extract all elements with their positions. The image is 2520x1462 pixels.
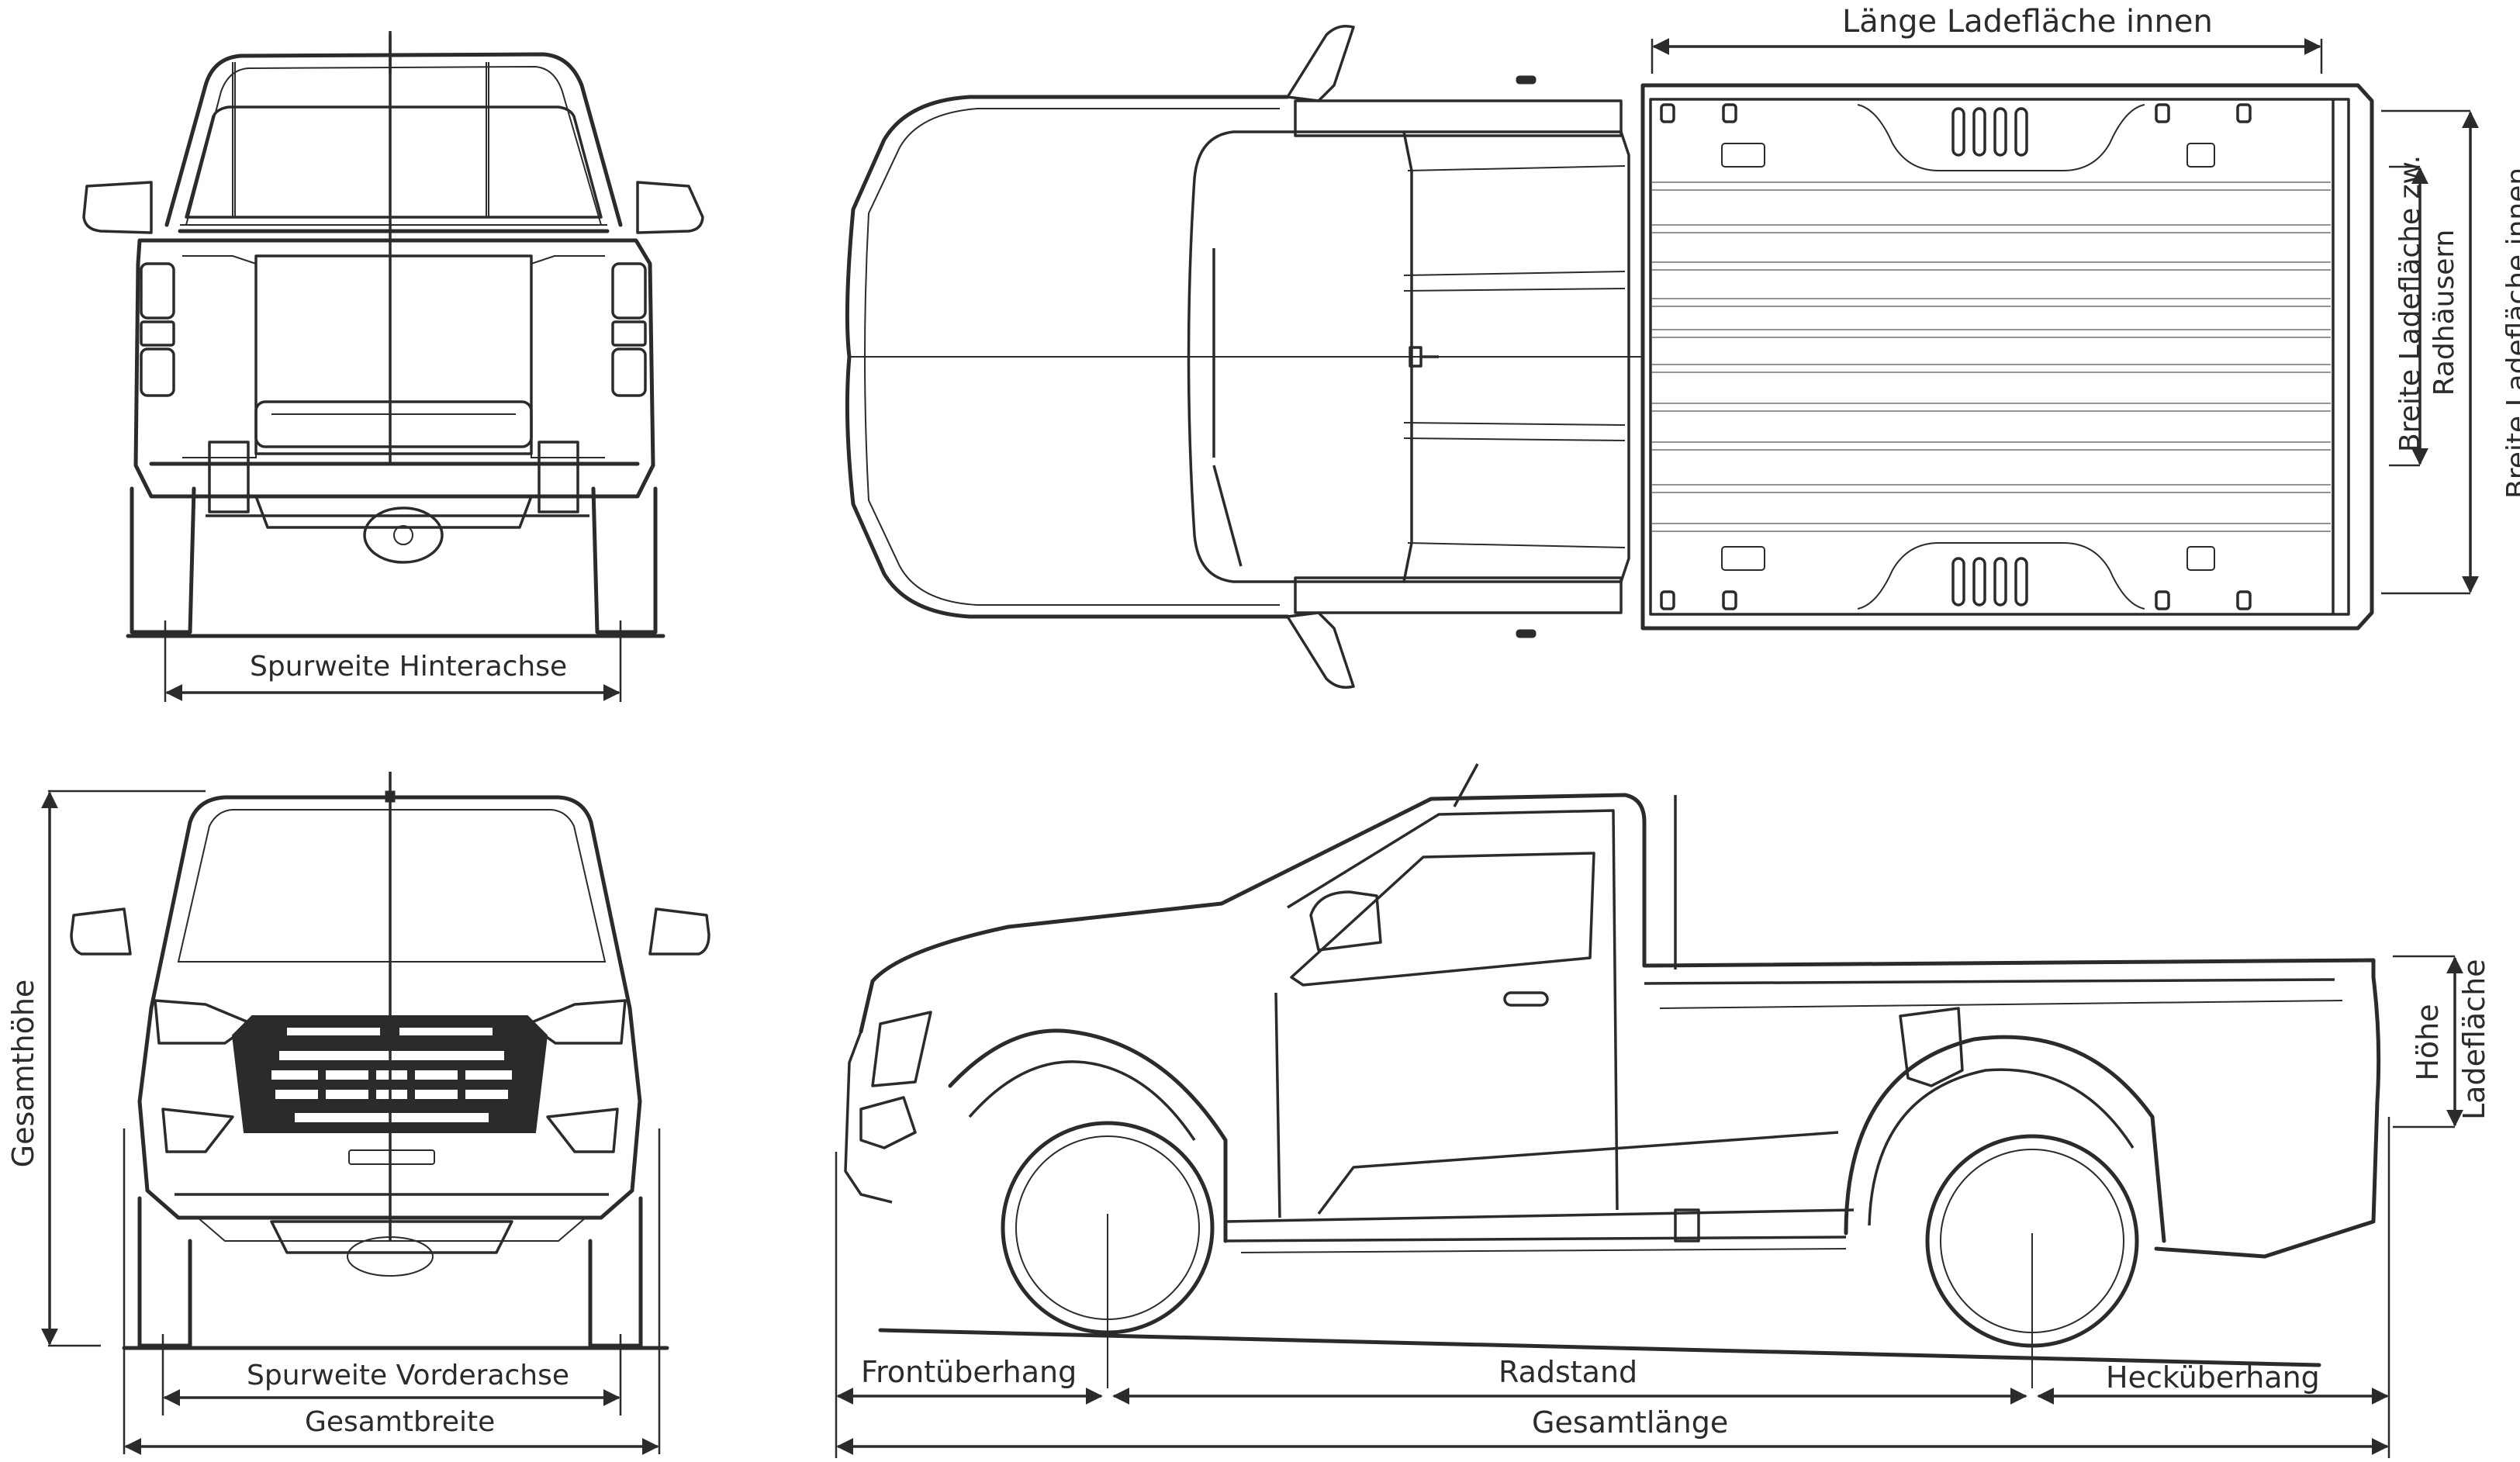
label-bed-width-inner: Breite Ladefläche innen: [2501, 167, 2520, 499]
label-rear-overhang: Hecküberhang: [2106, 1360, 2320, 1395]
side-view: [835, 763, 2390, 1458]
front-view: [70, 772, 710, 1350]
label-track-front: Spurweite Vorderachse: [247, 1360, 570, 1391]
label-track-rear: Spurweite Hinterachse: [250, 651, 568, 683]
label-bed-length-inner: Länge Ladefläche innen: [1842, 4, 2213, 40]
label-bed-width-wheelhouse-line2: Radhäusern: [2428, 229, 2460, 396]
label-overall-height: Gesamthöhe: [6, 979, 40, 1168]
dimension-track-front: [161, 1334, 622, 1415]
dimension-overall-width: [123, 1128, 661, 1455]
label-overall-width: Gesamtbreite: [305, 1406, 496, 1438]
label-wheelbase: Radstand: [1499, 1355, 1638, 1389]
dimension-bed-width-wheelhouse: [2389, 165, 2428, 467]
label-bed-width-wheelhouse-line1: Breite Ladefläche zw.: [2394, 154, 2426, 452]
dimension-track-rear: [164, 620, 622, 702]
label-bed-height-line1: Höhe: [2411, 1004, 2445, 1081]
label-bed-height-line2: Ladefläche: [2457, 959, 2491, 1120]
top-view: [845, 25, 2374, 689]
dimension-bed-length: [1651, 38, 2323, 74]
rear-view: [82, 31, 704, 638]
dimension-bed-width-inner: [2381, 109, 2479, 595]
dimension-overall-height: [41, 790, 206, 1347]
label-overall-length: Gesamtlänge: [1532, 1405, 1729, 1440]
dimension-bed-height: [2393, 955, 2463, 1128]
label-front-overhang: Frontüberhang: [861, 1355, 1077, 1389]
